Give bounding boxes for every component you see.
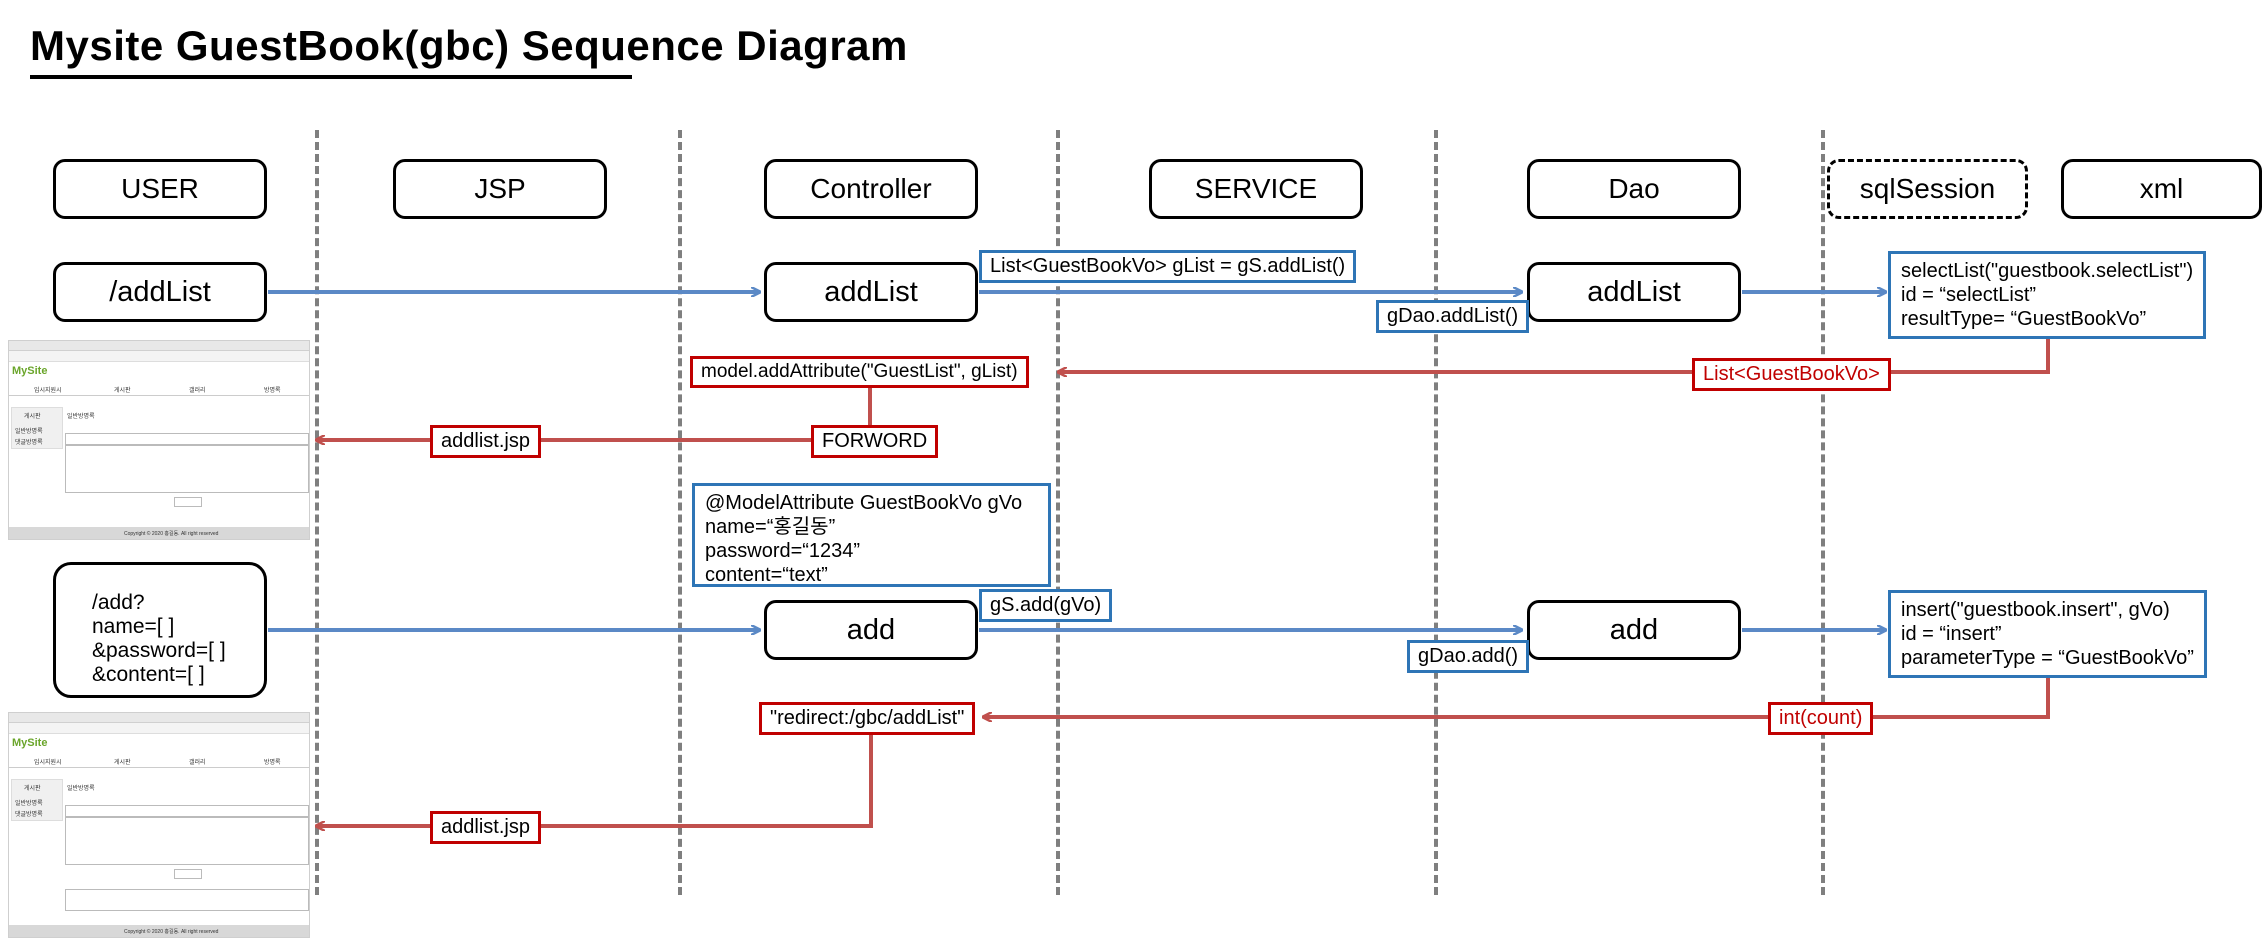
arrow-forward-view (316, 388, 872, 440)
controller-add-method: add (764, 600, 978, 660)
sql-line: selectList("guestbook.selectList") (1901, 260, 2194, 282)
lifeline-separator (1821, 130, 1825, 895)
actor-sqlsession: sqlSession (1827, 159, 2028, 219)
menu-item: 게시판 (114, 760, 131, 766)
view-addlist-jsp-label-2: addlist.jsp (430, 811, 541, 844)
user-add-request: /add? name=[ ] &password=[ ] &content=[ … (53, 562, 267, 698)
browser-tab-bar (9, 713, 309, 723)
model-attribute-line: @ModelAttribute GuestBookVo gVo (705, 492, 1023, 514)
guestbook-input-row (65, 805, 309, 817)
browser-thumbnail-list: MySite 입시지원시 게시판 갤러리 방명록 게시판 일반방명록 댓글방명록… (8, 340, 310, 540)
model-addattribute-label: model.addAttribute("GuestList", gList) (690, 356, 1029, 388)
guestbook-submit (174, 497, 202, 507)
add-request-line: name=[ ] (92, 615, 175, 638)
return-list-label: List<GuestBookVo> (1692, 358, 1891, 391)
lifeline-separator (678, 130, 682, 895)
side-title: 게시판 (24, 786, 41, 792)
footer-text: Copyright © 2020 홍길동. All right reserved (124, 929, 219, 935)
side-title: 게시판 (24, 414, 41, 420)
guestbook-textarea (65, 445, 309, 493)
sql-line: id = “insert” (1901, 623, 2002, 645)
view-addlist-jsp-label: addlist.jsp (430, 425, 541, 458)
browser-address-bar (9, 723, 309, 734)
service-add-call-label: gS.add(gVo) (979, 589, 1113, 622)
menu-item: 입시지원시 (34, 388, 62, 394)
model-attribute-line: content=“text” (705, 564, 828, 586)
site-footer: Copyright © 2020 홍길동. All right reserved (9, 925, 309, 937)
actor-service: SERVICE (1149, 159, 1363, 219)
page-title: 일반방명록 (67, 786, 95, 792)
lifeline-separator (1434, 130, 1438, 895)
lifeline-separator (315, 130, 319, 895)
sql-line: id = “selectList” (1901, 284, 2037, 306)
arrow-return-list (1058, 334, 2050, 372)
controller-addlist-method: addList (764, 262, 978, 322)
diagram-title: Mysite GuestBook(gbc) Sequence Diagram (30, 22, 908, 69)
model-attribute-line: name=“홍길동” (705, 516, 836, 538)
guestbook-textarea (65, 817, 309, 865)
model-attribute-box: @ModelAttribute GuestBookVo gVo name=“홍길… (692, 483, 1051, 587)
model-attribute-line: password=“1234” (705, 540, 861, 562)
side-menu: 게시판 일반방명록 댓글방명록 (11, 407, 63, 449)
menu-item: 갤러리 (189, 388, 206, 394)
add-request-line: /add? (92, 591, 145, 614)
site-menu: 입시지원시 게시판 갤러리 방명록 (9, 383, 309, 396)
side-menu: 게시판 일반방명록 댓글방명록 (11, 779, 63, 821)
side-item: 일반방명록 (15, 801, 43, 807)
dao-addlist-method: addList (1527, 262, 1741, 322)
guestbook-entry-row (65, 889, 309, 911)
site-footer: Copyright © 2020 홍길동. All right reserved (9, 527, 309, 539)
menu-item: 게시판 (114, 388, 131, 394)
arrow-return-count (983, 676, 2050, 717)
sql-selectlist-box: selectList("guestbook.selectList") id = … (1888, 251, 2207, 339)
redirect-label: "redirect:/gbc/addList" (759, 702, 976, 735)
site-menu: 입시지원시 게시판 갤러리 방명록 (9, 755, 309, 768)
actor-user: USER (53, 159, 267, 219)
menu-item: 방명록 (264, 388, 281, 394)
footer-text: Copyright © 2020 홍길동. All right reserved (124, 531, 219, 537)
guestbook-submit (174, 869, 202, 879)
actor-dao: Dao (1527, 159, 1741, 219)
browser-tab-bar (9, 341, 309, 351)
menu-item: 방명록 (264, 760, 281, 766)
browser-address-bar (9, 351, 309, 362)
side-item: 댓글방명록 (15, 812, 43, 818)
add-request-line: &password=[ ] (92, 639, 226, 662)
title-underline (30, 75, 632, 79)
menu-item: 갤러리 (189, 760, 206, 766)
side-item: 일반방명록 (15, 429, 43, 435)
side-item: 댓글방명록 (15, 440, 43, 446)
forward-label: FORWORD (811, 425, 939, 458)
user-addlist-request: /addList (53, 262, 267, 322)
dao-call-label: gDao.addList() (1376, 300, 1530, 333)
arrow-redirect-view (316, 733, 873, 826)
sql-insert-box: insert("guestbook.insert", gVo) id = “in… (1888, 590, 2207, 678)
menu-item: 입시지원시 (34, 760, 62, 766)
service-call-label: List<GuestBookVo> gList = gS.addList() (979, 250, 1357, 283)
lifeline-separator (1056, 130, 1060, 895)
add-request-line: &content=[ ] (92, 663, 205, 686)
sql-line: parameterType = “GuestBookVo” (1901, 647, 2194, 669)
sql-line: resultType= “GuestBookVo” (1901, 308, 2147, 330)
dao-add-call-label: gDao.add() (1407, 640, 1530, 673)
actor-xml: xml (2061, 159, 2262, 219)
page-title: 일반방명록 (67, 414, 95, 420)
browser-thumbnail-list-after-add: MySite 입시지원시 게시판 갤러리 방명록 게시판 일반방명록 댓글방명록… (8, 712, 310, 938)
guestbook-input-row (65, 433, 309, 445)
return-count-label: int(count) (1768, 702, 1874, 735)
site-logo: MySite (12, 365, 48, 377)
sql-line: insert("guestbook.insert", gVo) (1901, 599, 2170, 621)
dao-add-method: add (1527, 600, 1741, 660)
actor-jsp: JSP (393, 159, 607, 219)
actor-controller: Controller (764, 159, 978, 219)
site-logo: MySite (12, 737, 48, 749)
